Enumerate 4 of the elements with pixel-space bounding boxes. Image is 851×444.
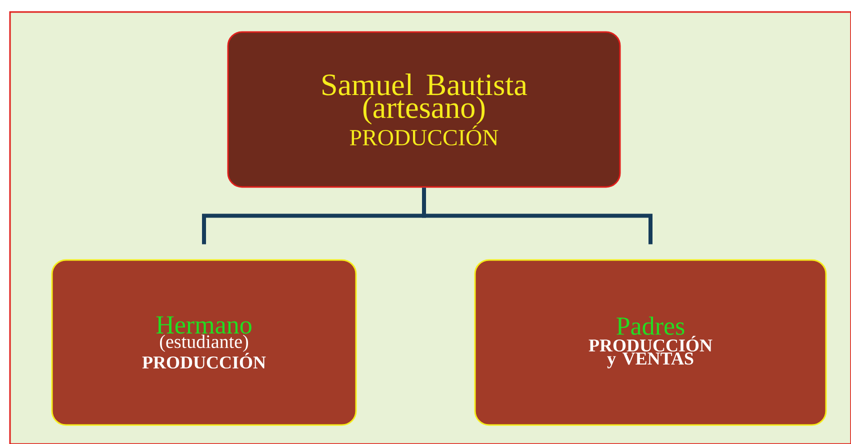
connector-line (422, 188, 652, 244)
person-box: Samuel Bautista (artesano) PRODUCCIÓN (227, 31, 621, 188)
person-box: Padres PRODUCCIÓN y VENTAS (474, 259, 827, 426)
person-box: Hermano (estudiante) PRODUCCIÓN (51, 259, 357, 426)
